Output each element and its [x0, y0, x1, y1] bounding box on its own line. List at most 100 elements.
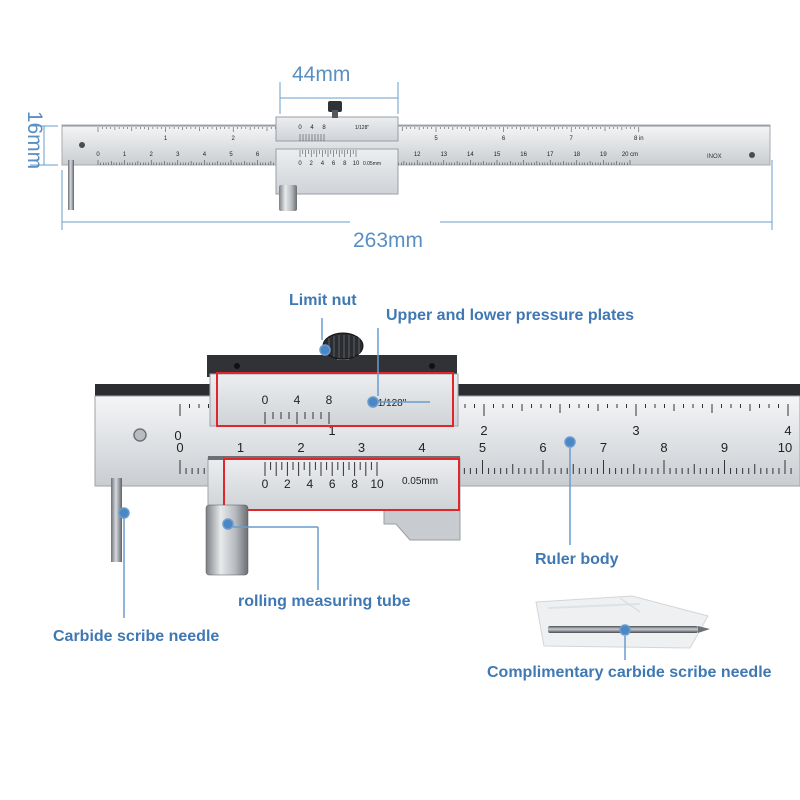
- callout-leaders: [118, 318, 631, 660]
- overview-cm-label: 5: [229, 152, 233, 158]
- detail-vernier-lower-label: 8: [351, 477, 358, 491]
- detail-limit-nut-knurl: [328, 335, 360, 358]
- dim-label-16mm: 16mm: [23, 110, 46, 170]
- detail-inch-label: 2: [480, 423, 487, 438]
- overview-rivet-right: [749, 152, 755, 158]
- detail-cm-label: 6: [539, 440, 546, 455]
- overview-vernier-upper-unit: 1/128": [355, 125, 370, 131]
- detail-inch-zero-label: 0: [174, 428, 181, 443]
- detail-rivet: [133, 428, 147, 442]
- detail-plate-hole-right: [429, 363, 435, 369]
- detail-cm-label: 10: [778, 440, 792, 455]
- detail-cm-label: 2: [297, 440, 304, 455]
- overview-vernier-lower-label: 10: [353, 161, 360, 167]
- detail-cm-label: 7: [600, 440, 607, 455]
- overview-cm-label: 13: [440, 152, 447, 158]
- overview-cm-label: 1: [123, 152, 127, 158]
- detail-plate-hole-left: [234, 363, 240, 369]
- overview-brand-label: INOX: [707, 154, 722, 160]
- overview-scribe-needle: [68, 160, 74, 210]
- overview-cm-label: 2: [150, 152, 154, 158]
- ruler-body-label: Ruler body: [535, 551, 619, 568]
- detail-vernier-lower-label: 2: [284, 477, 291, 491]
- upper-plate-highlight: [216, 372, 454, 427]
- overview-inch-label: 2: [232, 136, 236, 142]
- overview-cm-label: 0: [96, 152, 100, 158]
- overview-vernier-lower-label: 8: [343, 161, 347, 167]
- detail-upper-pressure-plate: [209, 373, 459, 427]
- overview-cm-label: 16: [520, 152, 527, 158]
- overview-vernier-upper-label: 0: [298, 125, 302, 131]
- detail-vernier-lower-label: 10: [370, 477, 384, 491]
- dim-16mm: [30, 125, 58, 166]
- overview-vernier-lower-label: 6: [332, 161, 336, 167]
- detail-inch-label: 1: [328, 423, 335, 438]
- detail-cm-label: 1: [237, 440, 244, 455]
- detail-cm-label: 5: [479, 440, 486, 455]
- overview-vernier-lower-label: 0: [298, 161, 302, 167]
- detail-vernier-lower-label: 6: [329, 477, 336, 491]
- overview-cm-label: 15: [494, 152, 501, 158]
- overview-inch-label: 5: [434, 136, 438, 142]
- detail-vernier-lower-unit: 0.05mm: [402, 476, 438, 487]
- overview-vernier-lower-unit: 0.05mm: [363, 161, 381, 167]
- scribe-needle-label: Carbide scribe needle: [53, 628, 220, 645]
- overview-cm-label: 12: [414, 152, 421, 158]
- detail-upper-plate-top: [207, 355, 457, 377]
- overview-vernier-upper-label: 4: [310, 125, 314, 131]
- dim-263mm: [61, 160, 773, 230]
- overview-inch-label: 7: [570, 136, 574, 142]
- detail-vernier-upper-label: 0: [262, 393, 269, 407]
- overview-vernier-lower-label: 4: [321, 161, 325, 167]
- overview-rolling-tube: [279, 185, 297, 211]
- detail-scribe-needle: [111, 478, 122, 562]
- detail-inch-label: 4: [784, 423, 791, 438]
- detail-inch-label: 3: [632, 423, 639, 438]
- detail-cm-label: 8: [660, 440, 667, 455]
- detail-vernier-lower-label: 0: [262, 477, 269, 491]
- overview-cm-label: 6: [256, 152, 260, 158]
- dim-44mm: [279, 82, 399, 114]
- detail-cm-label: 4: [418, 440, 425, 455]
- overview-rivet-left: [79, 142, 85, 148]
- overview-cm-label: 14: [467, 152, 474, 158]
- detail-vernier-upper-label: 4: [294, 393, 301, 407]
- overview-limit-nut: [328, 101, 342, 112]
- detail-vernier-upper-label: 8: [326, 393, 333, 407]
- overview-cm-label: 4: [203, 152, 207, 158]
- detail-rolling-tube: [205, 504, 249, 576]
- overview-inch-label: 6: [502, 136, 506, 142]
- detail-vernier-lower-label: 4: [306, 477, 313, 491]
- detail-lower-plate-step: [383, 509, 461, 541]
- overview-vernier-lower-label: 2: [310, 161, 314, 167]
- spare-needle-tip: [698, 626, 710, 633]
- detail-cm-label: 9: [721, 440, 728, 455]
- overview-inch-label: 1: [164, 136, 168, 142]
- overview-group: INOX 01234567891011121314151617181920 cm…: [30, 82, 773, 230]
- dim-label-263mm: 263mm: [353, 229, 424, 252]
- overview-cm-label: 3: [176, 152, 180, 158]
- overview-limit-nut-stem: [332, 110, 338, 118]
- rolling-tube-label: rolling measuring tube: [238, 593, 411, 610]
- spare-needle-label: Complimentary carbide scribe needle: [487, 664, 772, 681]
- detail-lower-pressure-plate: [207, 457, 461, 511]
- detail-vernier: 0 4 8 1/128" 0 2 4 6 8 10 0.05mm: [262, 393, 438, 491]
- lower-plate-highlight: [223, 458, 460, 511]
- limit-nut-label: Limit nut: [289, 292, 357, 309]
- spare-needle-bag: [535, 595, 709, 649]
- overview-cm-label: 17: [547, 152, 554, 158]
- overview-ruler-body: [61, 124, 771, 166]
- overview-cm-label: 19: [600, 152, 607, 158]
- overview-cm-label: 18: [573, 152, 580, 158]
- detail-vernier-upper-unit: 1/128": [378, 398, 407, 409]
- pressure-plates-label: Upper and lower pressure plates: [386, 307, 635, 324]
- dim-label-44mm: 44mm: [292, 63, 351, 86]
- overview-cm-label: 20 cm: [622, 152, 638, 158]
- overview-vernier-upper-label: 8: [322, 125, 326, 131]
- detail-cm-label: 0: [176, 440, 183, 455]
- overview-slider-upper: [275, 116, 399, 142]
